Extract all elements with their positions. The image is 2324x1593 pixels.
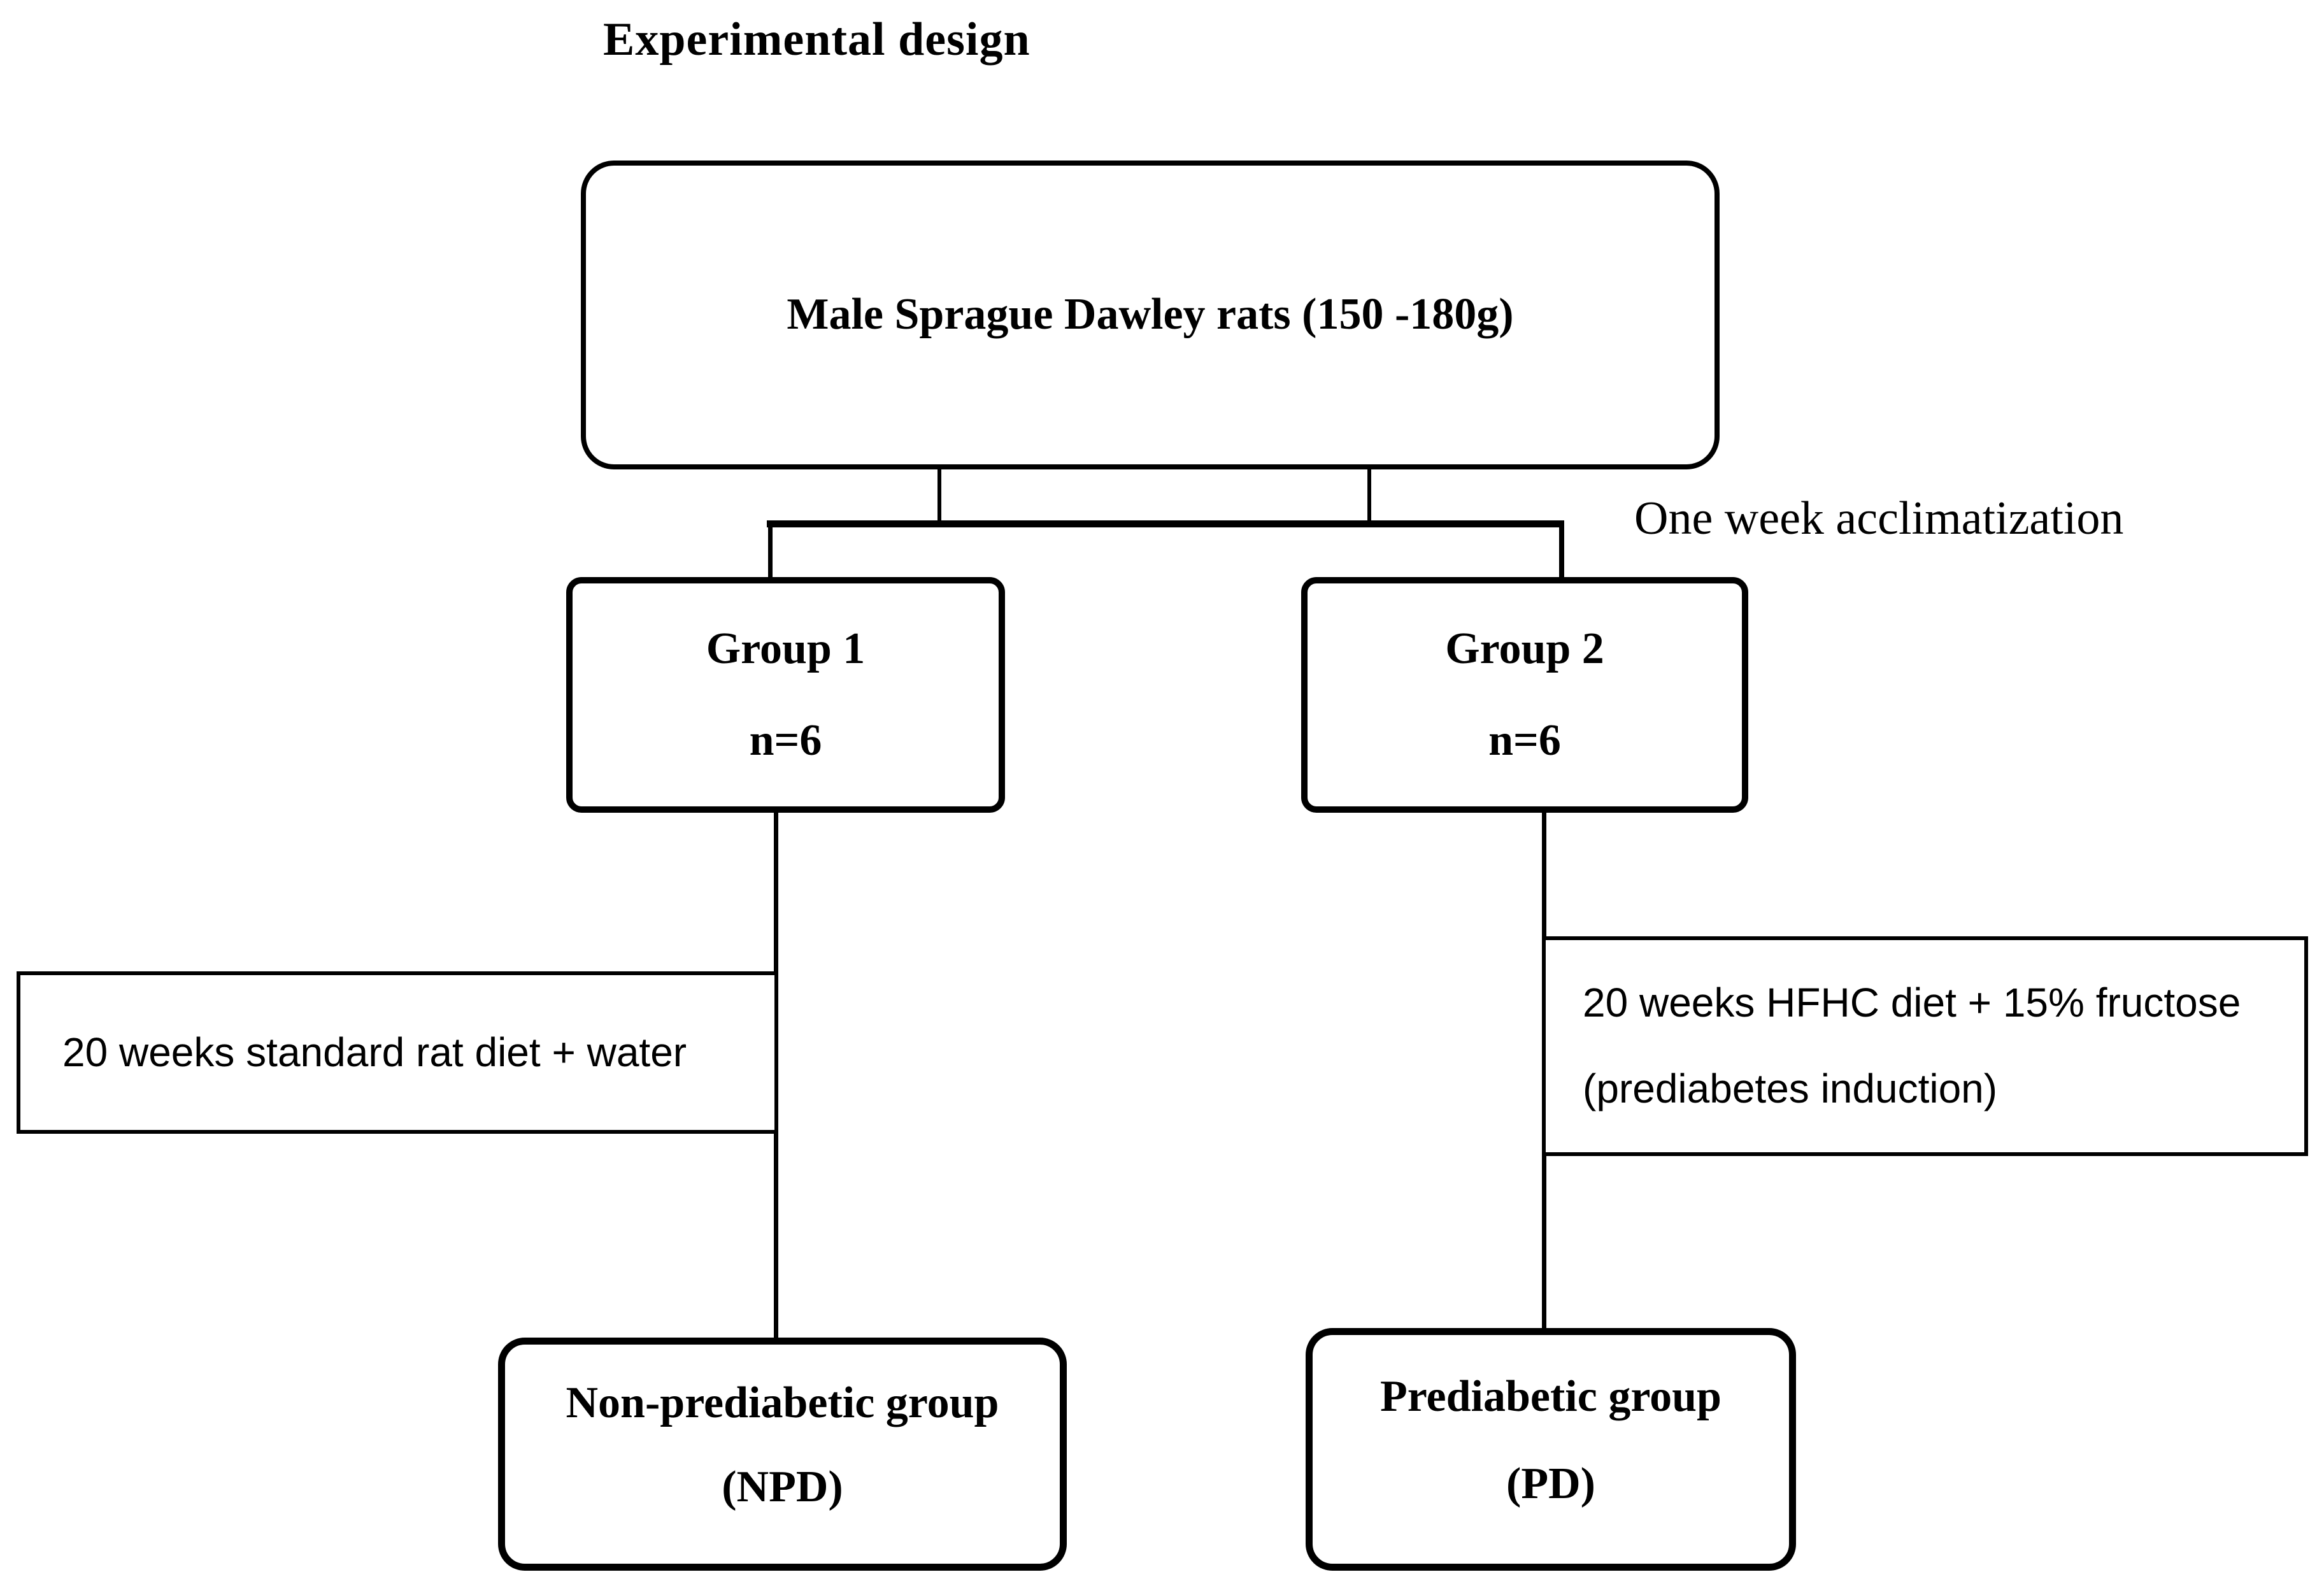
group1-name: Group 1 — [706, 624, 866, 673]
connector-split-bar-line — [767, 520, 1564, 527]
diet-standard-node: 20 weeks standard rat diet + water — [17, 971, 778, 1134]
acclimatization-note: One week acclimatization — [1634, 492, 2124, 545]
root-node-rats: Male Sprague Dawley rats (150 -180g) — [581, 161, 1720, 469]
outcome-npd-label: Non-prediabetic group — [566, 1378, 999, 1427]
connector-to-group1-line — [768, 527, 773, 578]
group2-sample-size: n=6 — [1488, 715, 1561, 765]
diet-standard-label: 20 weeks standard rat diet + water — [62, 1029, 687, 1075]
outcome-pd-label: Prediabetic group — [1379, 1371, 1722, 1421]
outcome-pd-node: Prediabetic group (PD) — [1306, 1328, 1796, 1571]
group2-name: Group 2 — [1445, 624, 1604, 673]
outcome-npd-node: Non-prediabetic group (NPD) — [498, 1338, 1067, 1571]
outcome-npd-abbrev: (NPD) — [722, 1462, 843, 1511]
outcome-pd-abbrev: (PD) — [1506, 1459, 1595, 1508]
group1-sample-size: n=6 — [749, 715, 822, 765]
group1-node: Group 1 n=6 — [566, 577, 1005, 813]
diet-hfhc-label-line1: 20 weeks HFHC diet + 15% fructose — [1583, 979, 2241, 1025]
connector-root-left-line — [937, 468, 941, 524]
group2-node: Group 2 n=6 — [1301, 577, 1748, 813]
diagram-title: Experimental design — [603, 13, 1030, 66]
root-node-label: Male Sprague Dawley rats (150 -180g) — [787, 290, 1514, 339]
connector-root-right-line — [1367, 468, 1371, 524]
diet-hfhc-label-line2: (prediabetes induction) — [1583, 1066, 1998, 1112]
diet-hfhc-node: 20 weeks HFHC diet + 15% fructose (predi… — [1542, 936, 2308, 1156]
connector-to-group2-line — [1559, 527, 1564, 578]
